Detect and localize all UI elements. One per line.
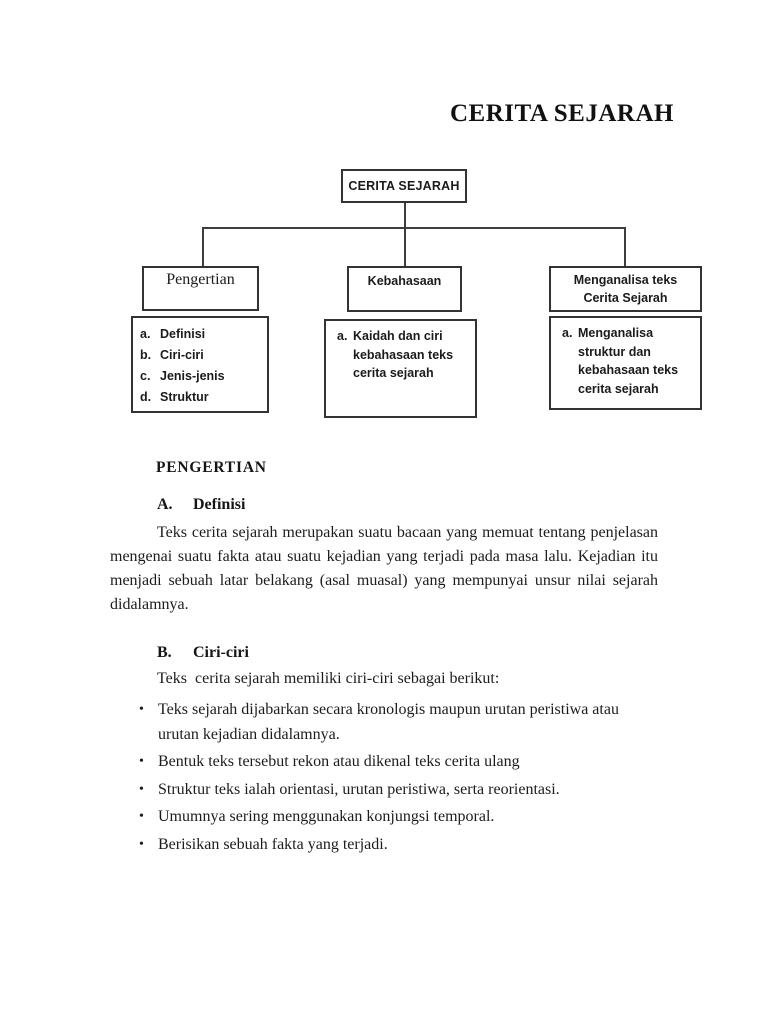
branch-label-pengertian: Pengertian <box>166 271 235 288</box>
subheading-title: Ciri-ciri <box>193 644 249 661</box>
list-item: c. Jenis-jenis <box>140 366 265 387</box>
diagram-root-label: CERITA SEJARAH <box>348 179 460 193</box>
bullet-text: Berisikan sebuah fakta yang terjadi. <box>158 835 388 853</box>
bullet-item: • Struktur teks ialah orientasi, urutan … <box>139 778 658 803</box>
paragraph-definisi: Teks cerita sejarah merupakan suatu baca… <box>110 524 658 613</box>
list-item-text: Definisi <box>160 327 206 341</box>
subheading-definisi: A. Definisi <box>157 496 245 514</box>
branch-box-menganalisa: Menganalisa teks Cerita Sejarah <box>549 266 702 312</box>
section-heading-pengertian: PENGERTIAN <box>156 459 267 476</box>
connector-root-vertical <box>404 202 406 228</box>
list-item-text: Menganalisa struktur dan kebahasaan teks… <box>578 326 679 396</box>
detail-box-menganalisa: a. Menganalisa struktur dan kebahasaan t… <box>549 316 702 410</box>
subheading-marker: A. <box>157 496 173 513</box>
bullet-text: Teks sejarah dijabarkan secara kronologi… <box>158 701 619 743</box>
list-item-text: Struktur <box>160 390 209 404</box>
list-item-marker: d. <box>140 390 152 404</box>
bullet-icon: • <box>139 809 144 824</box>
detail-box-pengertian: a. Definisi b. Ciri-ciri c. Jenis-jenis … <box>131 316 269 413</box>
bullet-icon: • <box>139 781 144 797</box>
list-item-text: Ciri-ciri <box>160 348 204 362</box>
bullet-text: Struktur teks ialah orientasi, urutan pe… <box>158 780 560 798</box>
bullet-item: • Teks sejarah dijabarkan secara kronolo… <box>139 698 658 747</box>
list-item-marker: a. <box>337 329 348 343</box>
list-item-marker: a. <box>140 327 151 341</box>
list-item-marker: b. <box>140 348 152 362</box>
list-item-text: Kaidah dan ciri kebahasaan teks cerita s… <box>353 329 454 380</box>
list-item: b. Ciri-ciri <box>140 345 265 366</box>
diagram-root-box: CERITA SEJARAH <box>341 169 467 203</box>
subheading-marker: B. <box>157 644 172 661</box>
ciri-bullet-list: • Teks sejarah dijabarkan secara kronolo… <box>139 698 658 860</box>
list-item-marker: c. <box>140 369 151 383</box>
detail-box-kebahasaan: a. Kaidah dan ciri kebahasaan teks cerit… <box>324 319 477 418</box>
page-title: CERITA SEJARAH <box>450 100 674 127</box>
bullet-icon: • <box>139 836 144 852</box>
bullet-item: • Bentuk teks tersebut rekon atau dikena… <box>139 750 658 775</box>
bullet-icon: • <box>139 754 144 769</box>
bullet-item: • Berisikan sebuah fakta yang terjadi. <box>139 833 658 858</box>
ciri-intro-line: Teks cerita sejarah memiliki ciri-ciri s… <box>157 670 500 687</box>
list-item-marker: a. <box>562 326 573 340</box>
bullet-item: • Umumnya sering menggunakan konjungsi t… <box>139 805 658 830</box>
subheading-ciri-ciri: B. Ciri-ciri <box>157 644 249 662</box>
bullet-text: Umumnya sering menggunakan konjungsi tem… <box>158 808 495 825</box>
branch-label-kebahasaan: Kebahasaan <box>367 274 442 288</box>
subheading-title: Definisi <box>193 496 246 513</box>
branch-box-kebahasaan: Kebahasaan <box>347 266 462 312</box>
branch-box-pengertian: Pengertian <box>142 266 259 311</box>
bullet-text: Bentuk teks tersebut rekon atau dikenal … <box>158 753 520 770</box>
list-item-text: Jenis-jenis <box>160 369 225 383</box>
list-item: a. Menganalisa struktur dan kebahasaan t… <box>562 324 694 398</box>
list-item: a. Kaidah dan ciri kebahasaan teks cerit… <box>337 327 469 383</box>
connector-drop-middle <box>404 227 406 267</box>
bullet-icon: • <box>139 702 144 717</box>
connector-horizontal <box>202 227 626 229</box>
connector-drop-right <box>624 227 626 267</box>
branch-label-menganalisa: Menganalisa teks Cerita Sejarah <box>573 273 678 305</box>
list-item: d. Struktur <box>140 387 265 408</box>
connector-drop-left <box>202 227 204 267</box>
list-item: a. Definisi <box>140 324 265 345</box>
